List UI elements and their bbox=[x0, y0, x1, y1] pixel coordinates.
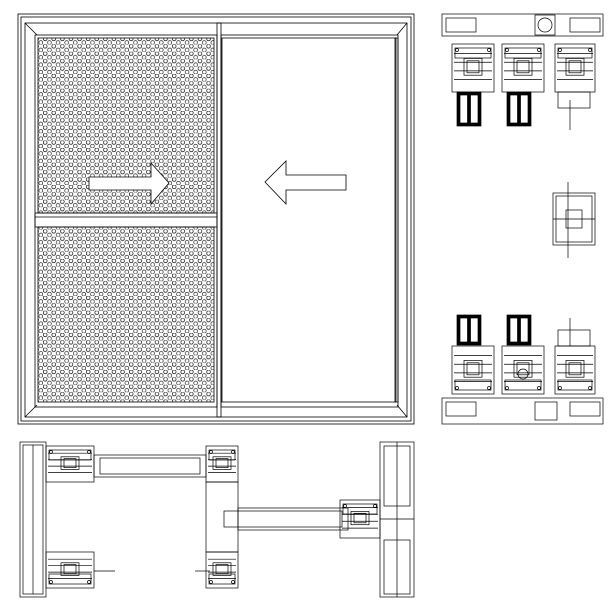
outer-frame bbox=[17, 13, 415, 425]
arrow-left-icon bbox=[264, 160, 347, 205]
vertical-section-bottom bbox=[441, 314, 604, 425]
window-elevation bbox=[17, 13, 415, 425]
left-sash-mesh bbox=[34, 34, 218, 408]
transom-bar bbox=[34, 212, 218, 228]
interlock-mullion bbox=[216, 22, 222, 418]
vertical-section-interlock bbox=[552, 182, 596, 258]
inner-frame bbox=[24, 22, 408, 418]
horizontal-section bbox=[19, 441, 415, 598]
right-sash-glass bbox=[220, 34, 399, 408]
vertical-section-top bbox=[441, 13, 604, 130]
arrow-right-icon bbox=[88, 161, 170, 206]
